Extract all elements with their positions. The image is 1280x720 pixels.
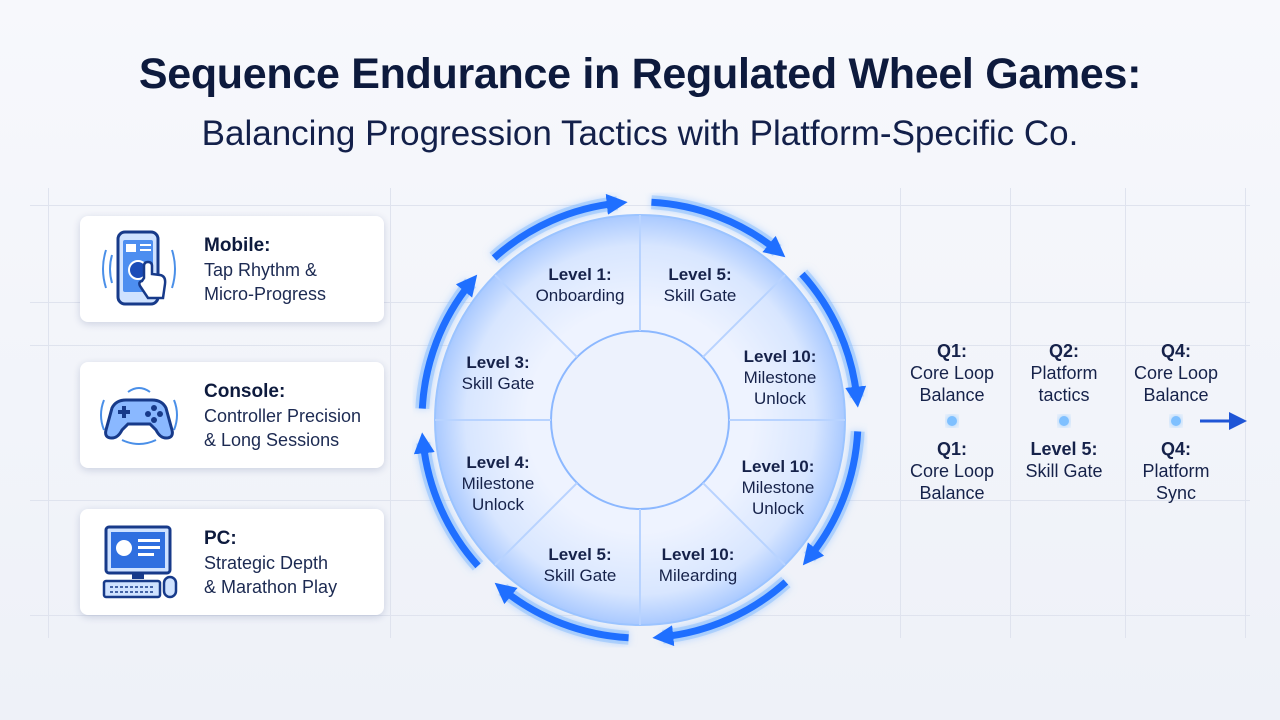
grid-line: [390, 188, 391, 638]
wheel-segment: Level 4: Milestone Unlock: [442, 452, 554, 515]
wheel-segment: Level 3: Skill Gate: [442, 352, 554, 394]
segment-level: Level 10:: [661, 545, 735, 564]
segment-label: Milearding: [658, 566, 738, 585]
segment-label: Skill Gate: [543, 566, 617, 585]
page-subtitle: Balancing Progression Tactics with Platf…: [201, 114, 1079, 153]
wheel-spoke: [494, 274, 578, 358]
wheel-segment: Level 10: Milestone Unlock: [722, 456, 834, 519]
wheel-segment: Level 1: Onboarding: [510, 264, 650, 306]
platform-desc-line: & Long Sessions: [204, 430, 340, 450]
segment-label: Skill Gate: [461, 374, 535, 393]
wheel-segment: Level 10: Milearding: [638, 544, 758, 586]
page-title: Sequence Endurance in Regulated Wheel Ga…: [138, 50, 1142, 98]
segment-label: Milestone Unlock: [743, 368, 817, 408]
platform-desc-line: Tap Rhythm &: [204, 260, 318, 280]
grid-line: [900, 188, 901, 638]
segment-level: Level 5:: [548, 545, 612, 564]
grid-line: [48, 188, 49, 638]
platform-name: PC:: [204, 528, 237, 549]
grid-line: [30, 205, 1250, 206]
timeline-label-bottom: Q1: Core Loop Balance: [892, 438, 1012, 504]
timeline-text: Core Loop: [1133, 363, 1219, 383]
wheel-spoke: [702, 482, 786, 566]
timeline-text: Skill Gate: [1025, 461, 1103, 481]
grid-line: [1010, 188, 1011, 638]
cycle-arrow: [413, 432, 481, 569]
gamepad-icon: [100, 387, 178, 445]
grid-line: [1125, 188, 1126, 638]
segment-level: Level 10:: [743, 347, 817, 366]
platform-card-console: Console: Controller Precision & Long Ses…: [80, 362, 384, 468]
timeline-quarter: Q4:: [1160, 341, 1191, 361]
timeline-text: Balance: [1143, 385, 1209, 405]
timeline-quarter: Q1:: [936, 341, 967, 361]
timeline-quarter: Q1:: [936, 439, 967, 459]
timeline-label-top: Q4: Core Loop Balance: [1116, 340, 1236, 406]
wheel-spoke: [494, 482, 578, 566]
timeline-node: [947, 416, 957, 426]
platform-name: Console:: [204, 381, 286, 402]
cycle-arrow: [652, 579, 789, 647]
wheel-segment: Level 5: Skill Gate: [640, 264, 760, 306]
segment-label: Milestone Unlock: [461, 474, 535, 514]
timeline-node: [1059, 416, 1069, 426]
segment-level: Level 1:: [548, 265, 612, 284]
platform-desc-line: Micro-Progress: [204, 284, 327, 304]
segment-level: Level 4:: [466, 453, 530, 472]
timeline-label-bottom: Level 5: Skill Gate: [1004, 438, 1124, 482]
timeline-quarter: Q4:: [1160, 439, 1191, 459]
segment-label: Onboarding: [535, 286, 625, 305]
platform-desc-line: Strategic Depth: [204, 553, 329, 573]
cycle-arrow: [651, 198, 786, 258]
timeline-label-top: Q2: Platform tactics: [1004, 340, 1124, 406]
segment-label: Skill Gate: [663, 286, 737, 305]
timeline-text: Core Loop: [909, 461, 995, 481]
platform-desc-line: & Marathon Play: [204, 577, 338, 597]
mobile-phone-icon: [102, 230, 176, 306]
timeline-label-top: Q1: Core Loop Balance: [892, 340, 1012, 406]
wheel-segment: Level 5: Skill Gate: [520, 544, 640, 586]
timeline-text: Platform: [1142, 461, 1210, 481]
cycle-arrow: [491, 193, 628, 261]
timeline-label-bottom: Q4: Platform Sync: [1116, 438, 1236, 504]
platform-name: Mobile:: [204, 235, 271, 256]
timeline-node: [1171, 416, 1181, 426]
segment-label: Milestone Unlock: [741, 478, 815, 518]
wheel-segment: Level 10: Milestone Unlock: [724, 346, 836, 409]
timeline-text: Core Loop: [909, 363, 995, 383]
timeline-text: tactics: [1038, 385, 1090, 405]
segment-level: Level 3:: [466, 353, 530, 372]
cycle-arrow: [802, 431, 862, 566]
platform-card-mobile: Mobile: Tap Rhythm & Micro-Progress: [80, 216, 384, 322]
cycle-arrow: [799, 271, 867, 408]
timeline-text: Platform: [1030, 363, 1098, 383]
cycle-arrow: [418, 274, 478, 409]
platform-desc-line: Controller Precision: [204, 406, 362, 426]
platform-card-pc: PC: Strategic Depth & Marathon Play: [80, 509, 384, 615]
timeline-text: Balance: [919, 483, 985, 503]
timeline-quarter: Q2:: [1048, 341, 1079, 361]
wheel-spoke: [702, 274, 786, 358]
wheel-hub: [550, 330, 730, 510]
timeline-text: Sync: [1155, 483, 1197, 503]
timeline-quarter: Level 5:: [1030, 439, 1098, 459]
segment-level: Level 5:: [668, 265, 732, 284]
segment-level: Level 10:: [741, 457, 815, 476]
cycle-arrow: [494, 582, 629, 642]
timeline-text: Balance: [919, 385, 985, 405]
desktop-pc-icon: [102, 525, 178, 599]
